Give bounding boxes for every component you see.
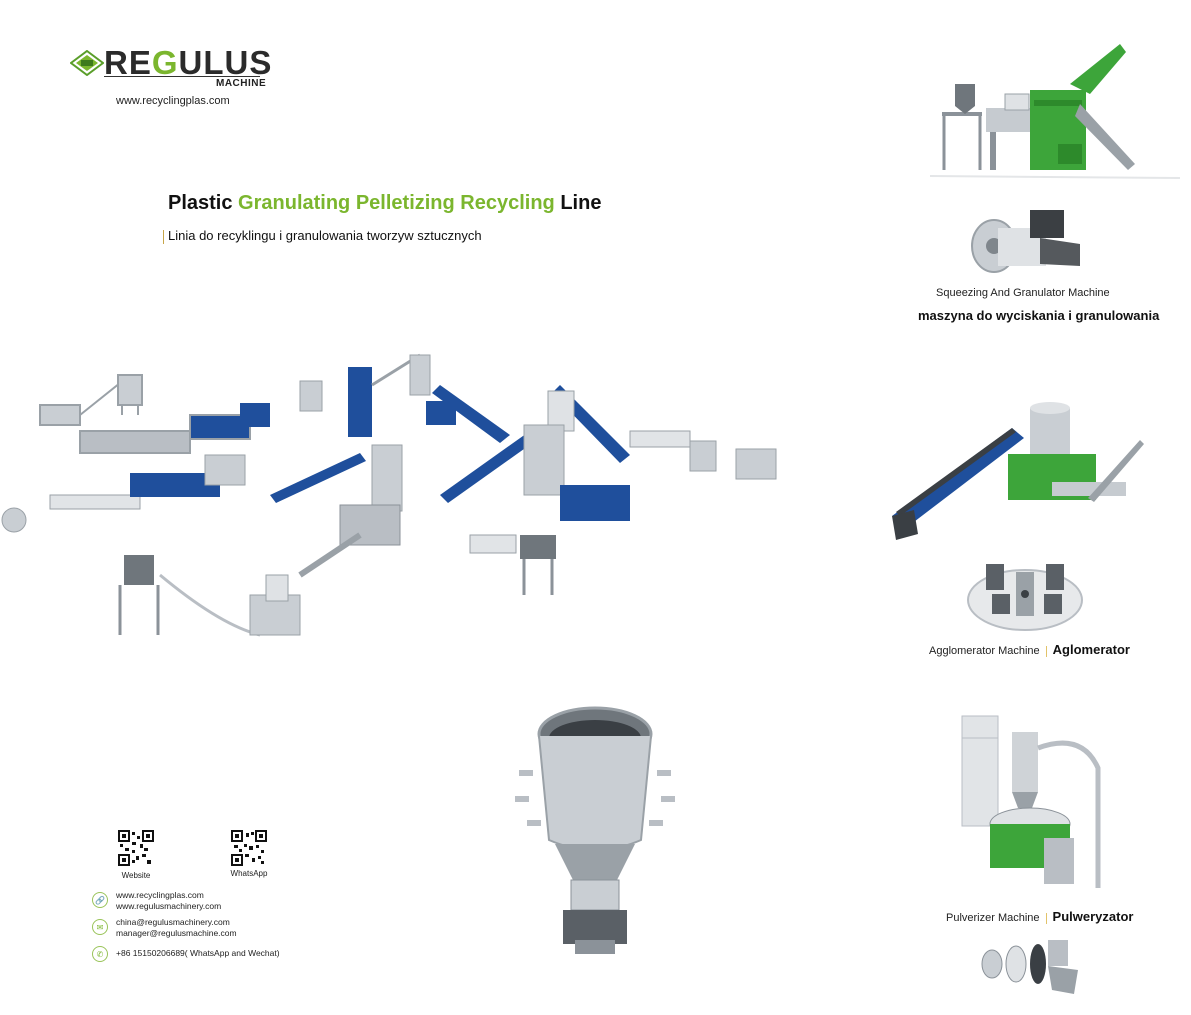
website-qr-icon[interactable] [118,830,154,866]
crusher-chamber-image [515,706,675,954]
contact-phone[interactable]: +86 15150206689( WhatsApp and Wechat) [116,948,280,958]
contact-email-1[interactable]: china@regulusmachinery.com [116,917,230,927]
whatsapp-qr-icon[interactable] [231,830,267,866]
website-qr-label: Website [121,871,151,880]
pulverizer-caption-en: Pulverizer Machine [946,912,1040,924]
squeezing-machine-caption: Squeezing And Granulator Machine [936,287,1110,299]
link-icon: 🔗 [92,892,108,908]
regulus-logo-icon [70,50,104,76]
pulverizer-parts-image [981,940,1078,994]
pulverizer-caption-pl: Pulweryzator [1052,909,1134,924]
squeezing-machine-image [930,44,1180,179]
logo-subtext: MACHINE [216,78,267,89]
page-subtitle: Linia do recyklingu i granulowania tworz… [163,228,482,244]
header-website[interactable]: www.recyclingplas.com [116,95,230,107]
whatsapp-qr-label: WhatsApp [230,869,268,878]
logo-divider [104,76,260,77]
pulverizer-caption: Pulverizer Machine Pulweryzator [946,909,1133,924]
agglomerator-caption-pl: Aglomerator [1052,642,1130,657]
contact-websites: www.recyclingplas.com www.regulusmachine… [116,890,221,912]
mail-icon: ✉ [92,919,108,935]
pulverizer-image [961,715,1101,888]
recycling-line-image [1,353,777,637]
agglomerator-caption-en: Agglomerator Machine [929,645,1040,657]
contact-emails: china@regulusmachinery.com manager@regul… [116,917,237,939]
agglomerator-caption: Agglomerator Machine Aglomerator [929,642,1130,657]
contact-web-1[interactable]: www.recyclingplas.com [116,890,204,900]
agglomerator-rotor-image [967,564,1083,631]
logo-wordmark: REGULUS [104,44,273,81]
screw-part-image [971,210,1080,273]
phone-icon: ✆ [92,946,108,962]
contact-web-2[interactable]: www.regulusmachinery.com [116,901,222,911]
squeezing-machine-caption-pl: maszyna do wyciskania i granulowania [918,308,1160,323]
agglomerator-line-image [892,402,1144,540]
contact-email-2[interactable]: manager@regulusmachine.com [116,928,237,938]
page-title: Plastic Granulating Pelletizing Recyclin… [168,192,602,214]
